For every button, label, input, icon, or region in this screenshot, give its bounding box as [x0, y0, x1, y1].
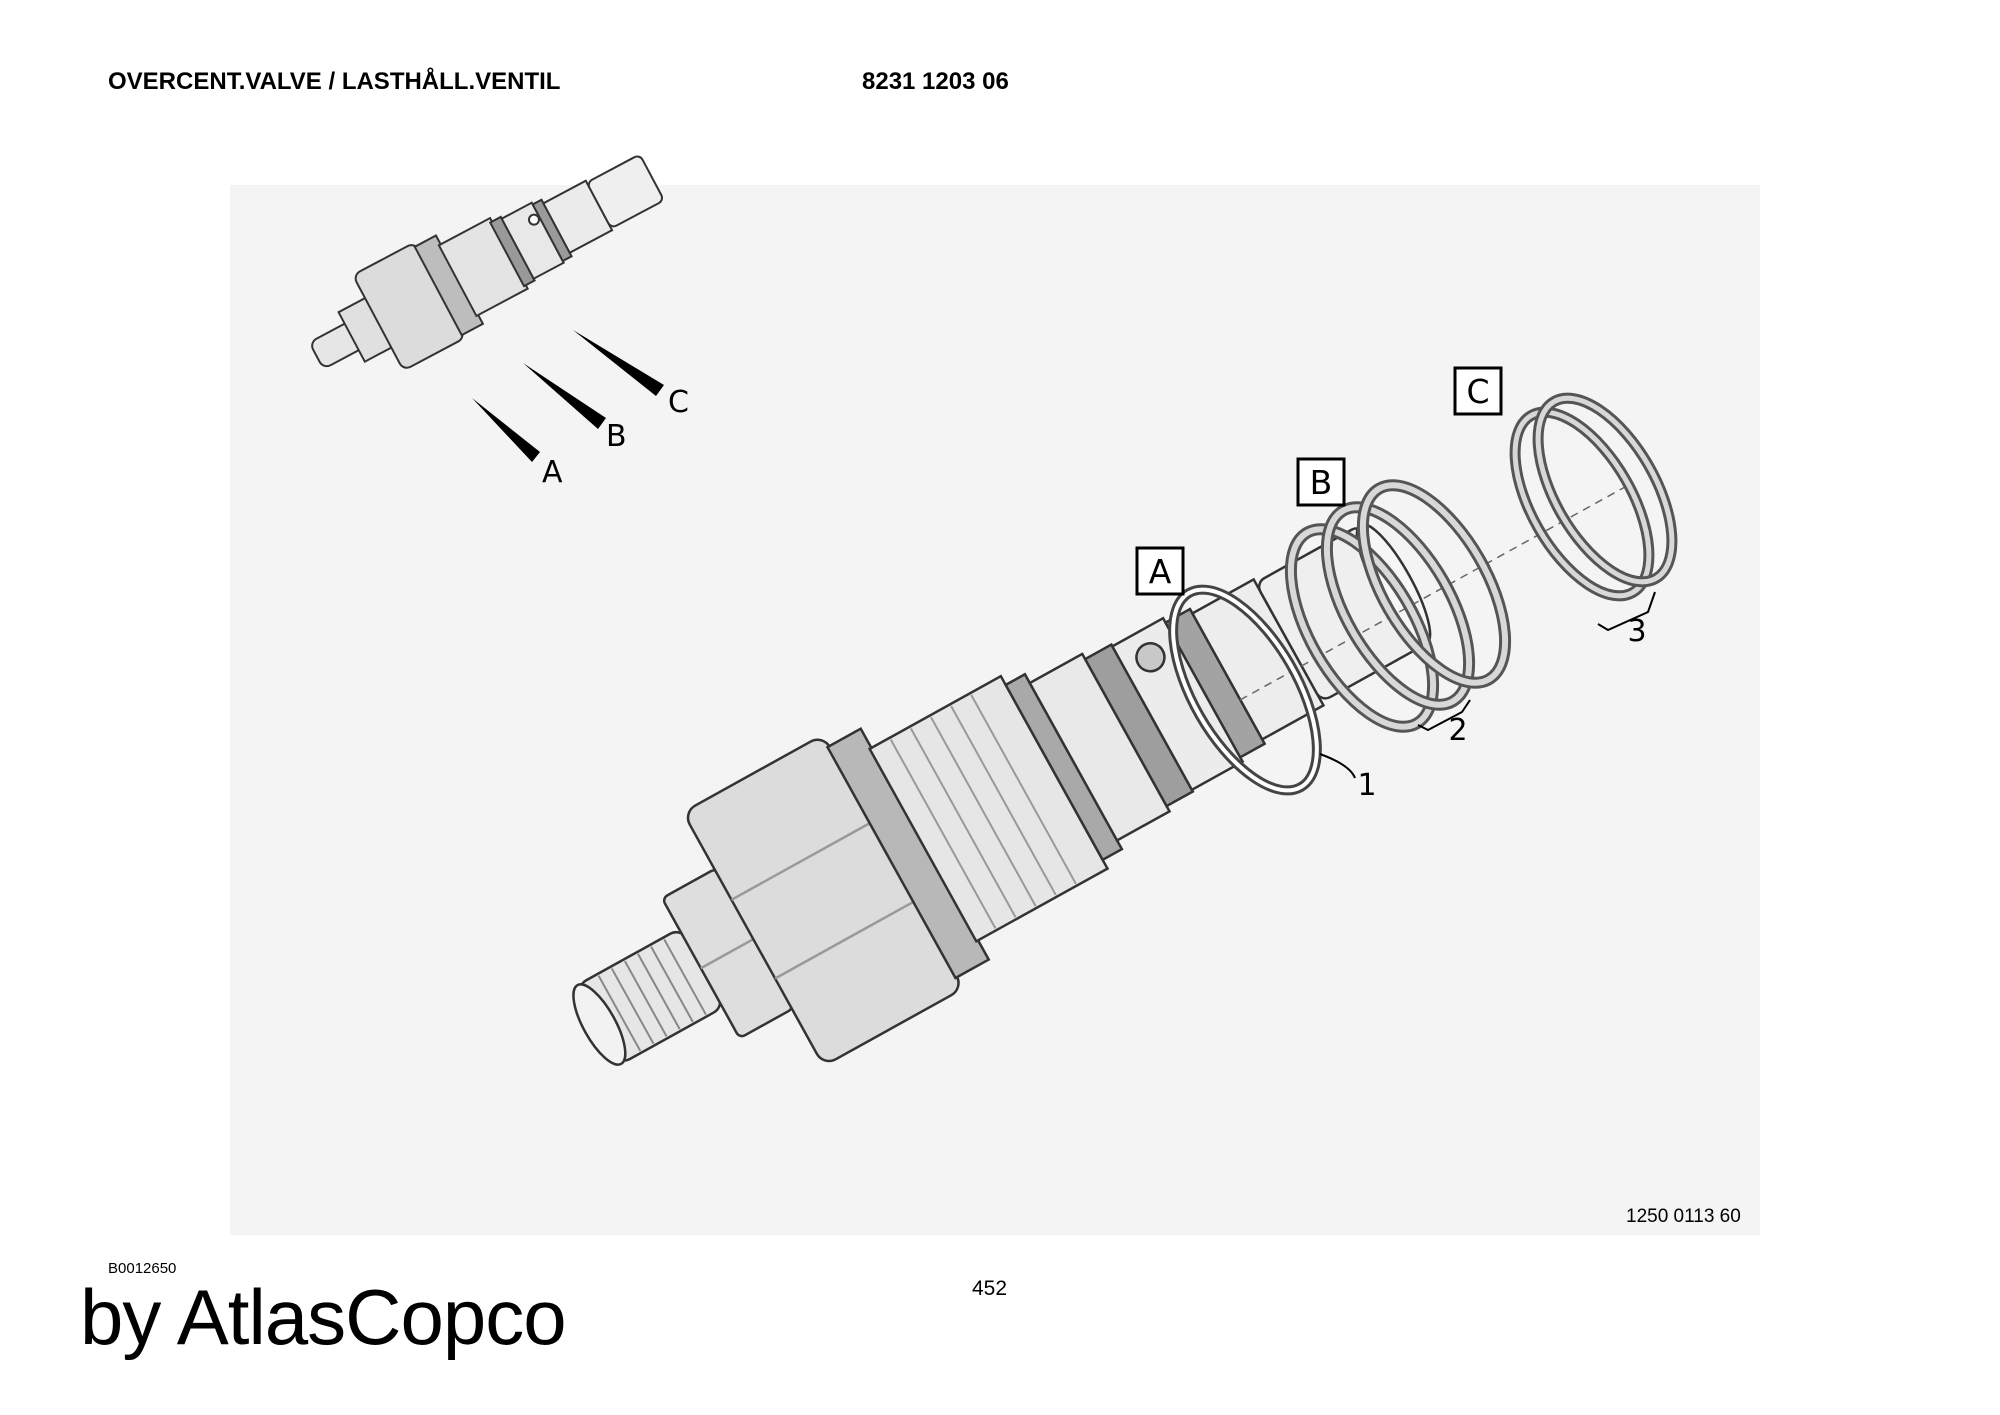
- brand-footer: by AtlasCopco: [80, 1273, 567, 1361]
- o-ring-part-1: [1168, 584, 1322, 796]
- box-label-a: A: [1149, 552, 1172, 591]
- overview-pointers: [472, 330, 664, 462]
- location-box-c: [1453, 366, 1503, 416]
- figure-reference: 1250 0113 60: [1626, 1206, 1741, 1227]
- overview-callout-b: B: [606, 419, 627, 454]
- overview-valve: [311, 155, 663, 369]
- box-label-c: C: [1466, 372, 1489, 411]
- page-number: 452: [972, 1277, 1008, 1300]
- item-leaders: [1319, 591, 1656, 779]
- box-label-b: B: [1310, 463, 1333, 502]
- location-boxes: [1135, 366, 1503, 596]
- pointer-b: [523, 363, 606, 429]
- seal-set-part-2: [1284, 479, 1512, 733]
- overview-callout-a: A: [542, 455, 563, 490]
- page-title: OVERCENT.VALVE / LASTHÅLL.VENTIL: [108, 68, 561, 95]
- location-box-b: [1296, 457, 1346, 507]
- item-number-1: 1: [1357, 768, 1376, 803]
- location-box-a: [1135, 546, 1185, 596]
- overview-callout-c: C: [668, 385, 689, 420]
- pointer-a: [472, 398, 540, 462]
- leader-item-3: [1597, 591, 1656, 632]
- part-number: 8231 1203 06: [862, 68, 1009, 95]
- leader-item-1: [1319, 753, 1356, 779]
- item-number-3: 3: [1627, 614, 1646, 649]
- seal-set-part-3: [1509, 392, 1678, 602]
- image-id: B0012650: [108, 1260, 177, 1277]
- pointer-c: [573, 330, 664, 396]
- main-valve: [572, 522, 1432, 1066]
- item-number-2: 2: [1448, 713, 1467, 748]
- leader-item-2: [1417, 699, 1471, 732]
